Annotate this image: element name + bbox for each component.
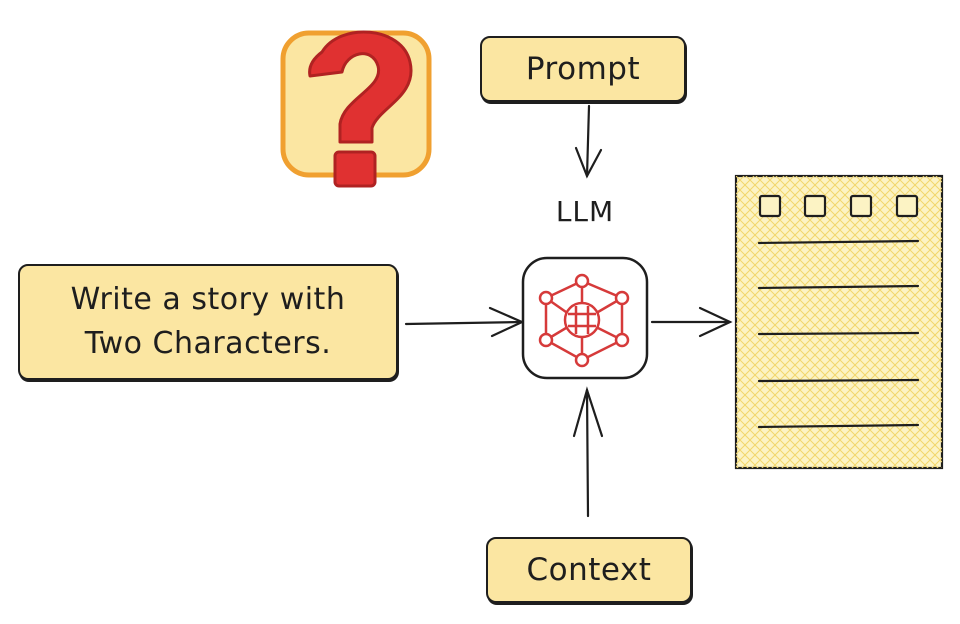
llm-label: LLM — [555, 195, 615, 228]
document-line — [757, 239, 920, 245]
document-line — [757, 284, 920, 290]
input-line-2: Two Characters. — [84, 326, 332, 361]
context-box[interactable]: Context — [486, 537, 692, 603]
arrow-prompt-to-llm — [574, 104, 603, 179]
document-checkbox — [849, 194, 873, 218]
context-label: Context — [526, 552, 652, 588]
prompt-box[interactable]: Prompt — [480, 36, 686, 102]
llm-node[interactable] — [521, 256, 649, 380]
document-line — [757, 331, 920, 336]
arrow-input-to-llm — [404, 306, 525, 338]
document-checkboxes — [758, 194, 919, 218]
input-box[interactable]: Write a story with Two Characters. — [18, 264, 398, 380]
arrow-llm-to-output — [650, 306, 733, 338]
document-line — [757, 423, 920, 429]
document-lines — [757, 239, 920, 429]
arrow-context-to-llm — [572, 386, 604, 518]
document-icon — [734, 174, 944, 470]
document-checkbox — [803, 194, 827, 218]
input-line-1: Write a story with — [70, 282, 346, 317]
document-checkbox — [758, 194, 782, 218]
neural-network-icon — [538, 273, 630, 368]
prompt-label: Prompt — [525, 51, 641, 87]
document-checkbox — [895, 194, 919, 218]
document-line — [757, 378, 920, 383]
question-mark-icon — [280, 30, 432, 188]
